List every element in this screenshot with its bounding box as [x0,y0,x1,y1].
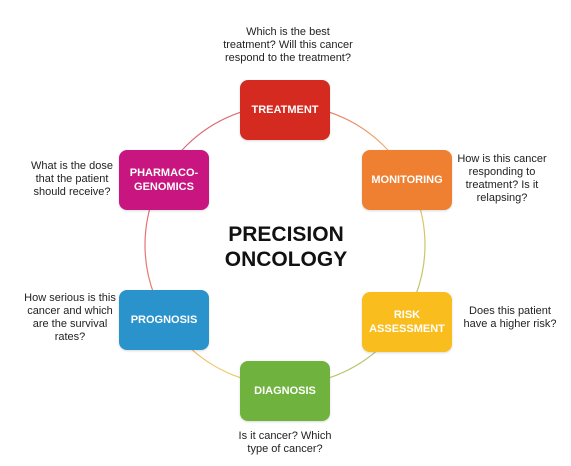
pharmacogenomics-node: PHARMACO- GENOMICS [119,150,209,210]
monitoring-label: MONITORING [371,174,443,186]
diagnosis-label: DIAGNOSIS [254,385,316,397]
monitoring-node: MONITORING [362,150,452,210]
diagnosis-question: Is it cancer? Which type of cancer? [238,430,332,455]
risk-assessment-question: Does this patient have a higher risk? [463,305,557,330]
treatment-question: Which is the best treatment? Will this c… [223,26,353,64]
prognosis-node: PROGNOSIS [119,290,209,350]
prognosis-question: How serious is this cancer and which are… [24,292,116,343]
risk-assessment-label: RISK ASSESSMENT [369,309,445,335]
pharmacogenomics-label: PHARMACO- GENOMICS [129,167,199,193]
prognosis-label: PROGNOSIS [130,314,198,326]
treatment-label: TREATMENT [251,104,319,116]
risk-assessment-node: RISK ASSESSMENT [362,292,452,352]
pharmacogenomics-question: What is the dose that the patient should… [31,160,113,198]
treatment-node: TREATMENT [240,80,330,140]
center-title: PRECISION ONCOLOGY [224,223,348,271]
monitoring-question: How is this cancer responding to treatme… [457,153,547,204]
diagnosis-node: DIAGNOSIS [240,361,330,421]
